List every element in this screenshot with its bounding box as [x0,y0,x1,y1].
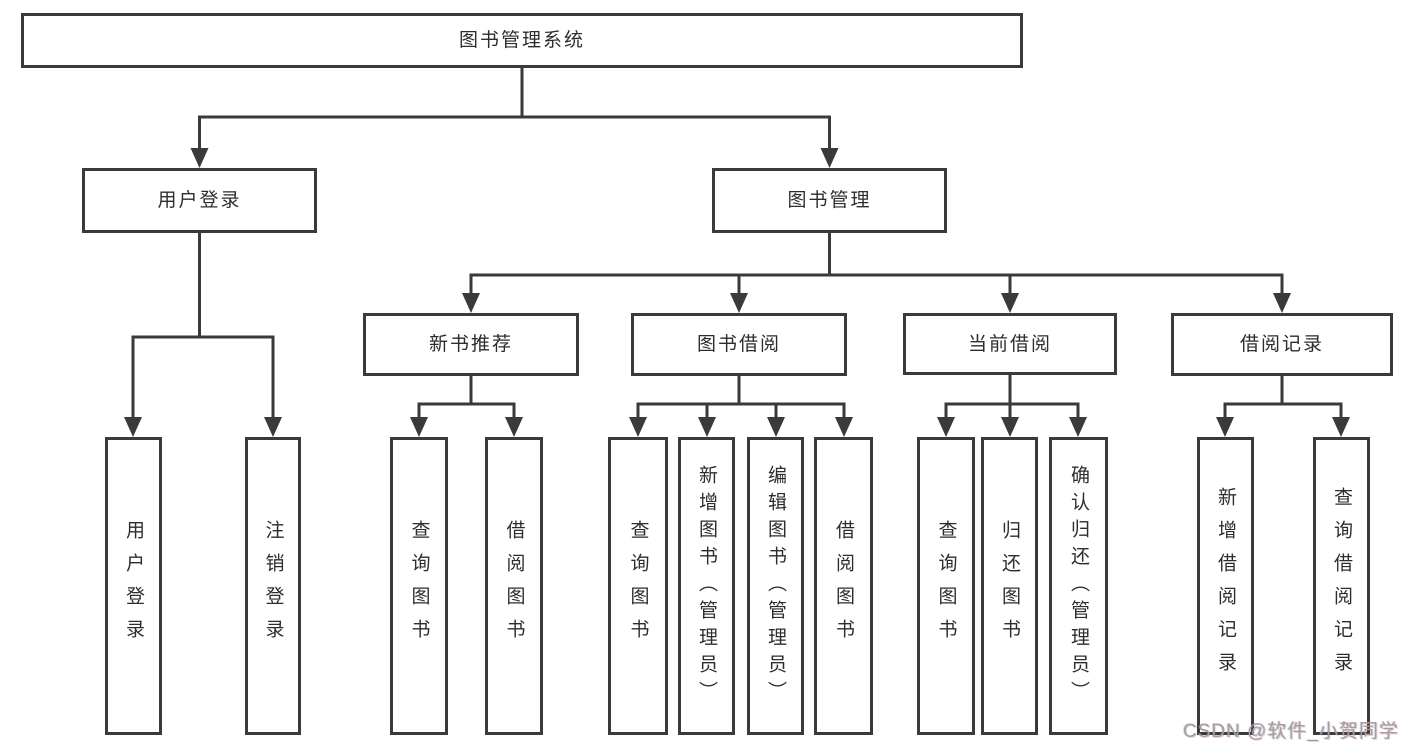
connector-current-borrow-branch [937,375,1087,437]
arrowhead [1001,293,1019,313]
arrowhead [820,148,839,168]
connector-book-borrow-branch [629,376,853,437]
watermark-text: CSDN @软件_小贺同学 [1183,721,1399,742]
node-add-book-admin: 新增图书（管理员） [678,437,735,735]
node-user-login: 用户登录 [82,168,317,233]
node-user-login-leaf: 用户登录 [105,437,162,735]
node-add-borrow-record: 新增借阅记录 [1197,437,1254,735]
node-borrow-books-1: 借阅图书 [485,437,543,735]
node-search-books-3: 查询图书 [917,437,975,735]
connector-book-management-branch [462,233,1291,313]
node-current-borrow: 当前借阅 [903,313,1117,375]
connector-root-to-level2 [190,68,839,168]
arrowhead [1332,417,1350,437]
arrowhead [937,417,955,437]
node-new-book-recommend: 新书推荐 [363,313,579,376]
node-logout-leaf: 注销登录 [245,437,301,735]
arrowhead [835,417,853,437]
connector-new-book-branch [410,376,523,437]
node-book-borrow: 图书借阅 [631,313,847,376]
arrowhead [730,293,748,313]
arrowhead [462,293,480,313]
arrowhead [1001,417,1019,437]
node-library-system: 图书管理系统 [21,13,1023,68]
node-confirm-return-admin: 确认归还（管理员） [1049,437,1108,735]
node-search-books-1: 查询图书 [390,437,448,735]
node-edit-book-admin: 编辑图书（管理员） [747,437,804,735]
node-search-books-2: 查询图书 [608,437,668,735]
arrowhead [505,417,523,437]
node-return-book: 归还图书 [981,437,1038,735]
node-borrow-books-2: 借阅图书 [814,437,873,735]
arrowhead [1216,417,1234,437]
arrowhead [698,417,716,437]
arrowhead [410,417,428,437]
arrowhead [629,417,647,437]
arrowhead [1273,293,1291,313]
connector-borrow-records-branch [1216,376,1350,437]
arrowhead [124,417,142,437]
node-borrow-records: 借阅记录 [1171,313,1393,376]
arrowhead [1069,417,1087,437]
arrowhead [264,417,282,437]
arrowhead [190,148,209,168]
connector-user-login-branch [124,233,282,437]
arrowhead [767,417,785,437]
node-search-borrow-record: 查询借阅记录 [1313,437,1370,735]
node-book-management: 图书管理 [712,168,947,233]
